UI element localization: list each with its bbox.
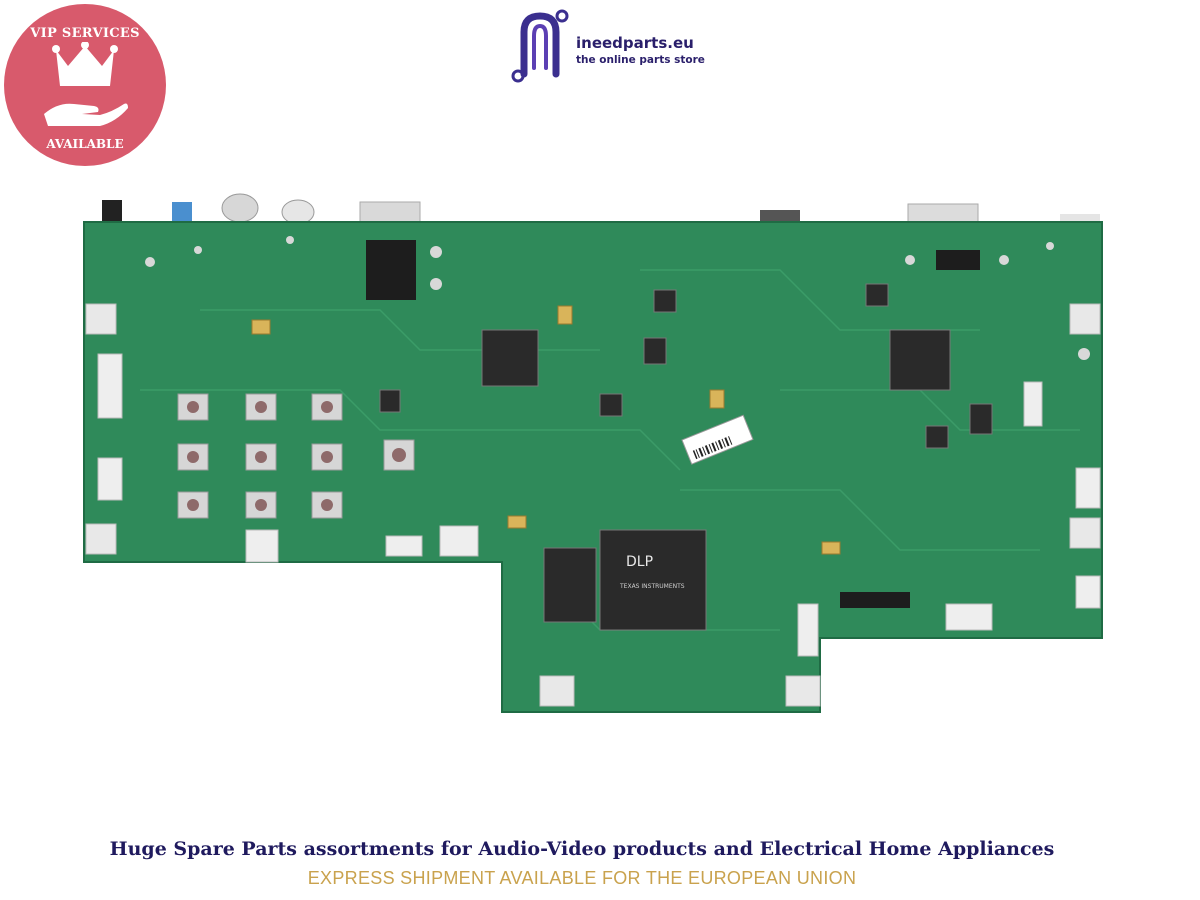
logo-name: ineedparts.eu bbox=[576, 34, 694, 52]
crown-hand-icon bbox=[44, 42, 128, 126]
vip-badge-title: VIP SERVICES bbox=[30, 26, 140, 41]
logo-n-icon bbox=[511, 9, 569, 83]
footer-subline: EXPRESS SHIPMENT AVAILABLE FOR THE EUROP… bbox=[307, 868, 857, 888]
vip-services-badge: VIP SERVICES AVAILABLE bbox=[4, 4, 166, 166]
site-logo[interactable]: ineedparts.eu the online parts store bbox=[510, 8, 730, 86]
footer-headline: Huge Spare Parts assortments for Audio-V… bbox=[109, 838, 1055, 860]
dlp-chip-maker: TEXAS INSTRUMENTS bbox=[619, 583, 685, 590]
dlp-chip-label: DLP bbox=[626, 554, 653, 570]
dlp-main-board-photo: DLP TEXAS INSTRUMENTS bbox=[83, 193, 1103, 713]
logo-tagline: the online parts store bbox=[576, 54, 705, 66]
vip-badge-subtitle: AVAILABLE bbox=[46, 137, 124, 151]
